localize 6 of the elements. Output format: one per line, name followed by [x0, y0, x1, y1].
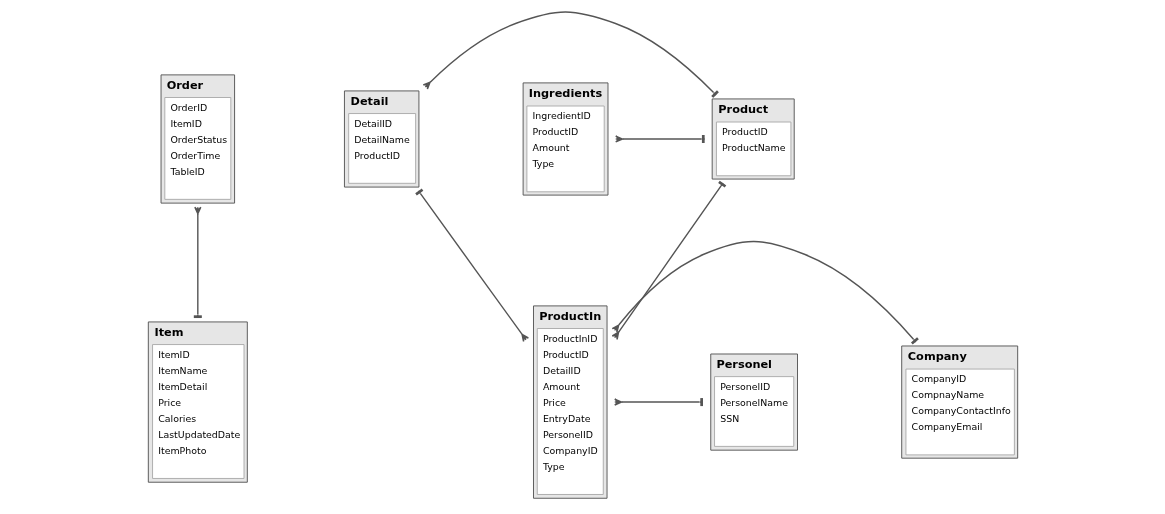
- connector: [613, 398, 704, 407]
- connector: [193, 206, 202, 319]
- connector: [611, 180, 726, 341]
- connector: [414, 188, 529, 343]
- connector: [614, 135, 705, 143]
- connector: [611, 240, 919, 345]
